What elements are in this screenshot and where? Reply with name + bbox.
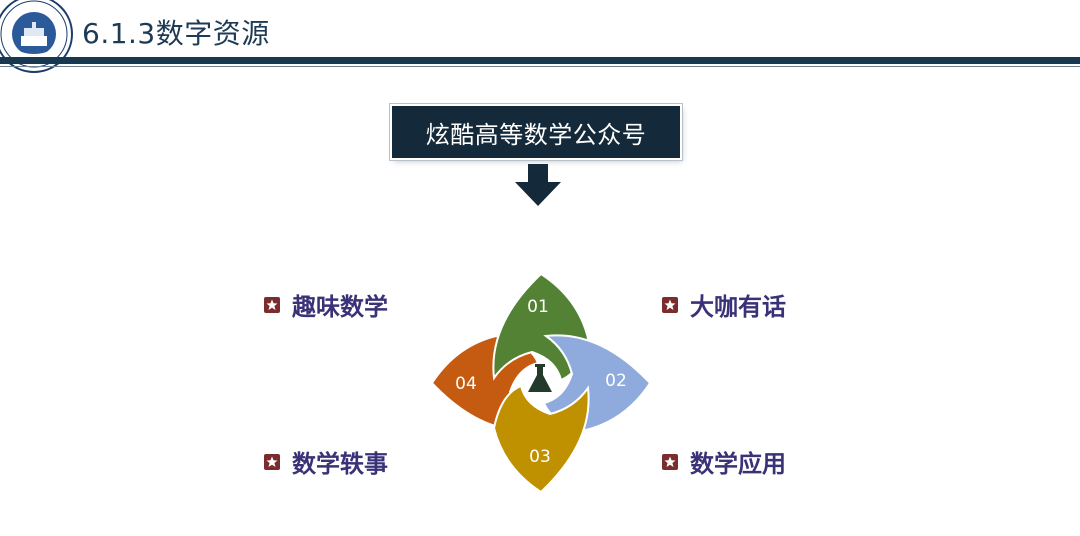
slide-header: 6.1.3数字资源: [0, 0, 1080, 73]
wechat-account-title-box: 炫酷高等数学公众号: [392, 106, 680, 158]
topic-label: 数学轶事: [292, 450, 388, 478]
petal-label-02: 02: [605, 371, 627, 391]
star-bullet-icon: [264, 453, 280, 470]
petal-03: [492, 384, 590, 494]
wechat-account-title: 炫酷高等数学公众号: [425, 120, 647, 149]
flask-icon: [528, 364, 552, 392]
down-arrow-icon: [515, 164, 561, 206]
title-underline-bar: [0, 57, 1080, 64]
topic-label: 大咖有话: [690, 293, 786, 321]
topic-label: 趣味数学: [292, 293, 388, 321]
petal-label-04: 04: [455, 374, 477, 394]
star-bullet-icon: [662, 453, 678, 470]
topic-label: 数学应用: [690, 450, 786, 478]
topic-item-math-applications: 数学应用: [662, 444, 786, 479]
topic-item-math-anecdotes: 数学轶事: [264, 444, 388, 479]
four-petal-diagram: 01 02 03 04: [430, 272, 652, 494]
star-bullet-icon: [264, 296, 280, 313]
petal-label-01: 01: [527, 297, 549, 317]
title-underline-thin: [0, 66, 1080, 67]
topic-item-fun-math: 趣味数学: [264, 287, 388, 322]
petal-label-03: 03: [529, 447, 551, 467]
topic-item-experts-talk: 大咖有话: [662, 287, 786, 322]
university-logo-icon: [0, 0, 73, 73]
star-bullet-icon: [662, 296, 678, 313]
page-title: 6.1.3数字资源: [82, 17, 270, 50]
